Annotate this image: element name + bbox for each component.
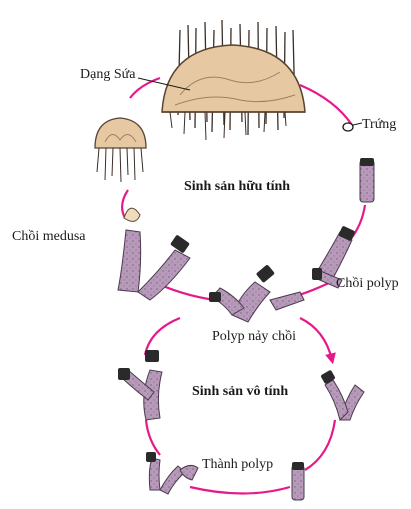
medusa-adult <box>162 20 305 140</box>
label-sexual-reproduction: Sinh sản hữu tính <box>184 180 290 194</box>
arrow-adult-to-left-polyp <box>146 420 160 455</box>
label-budding-polyp: Polyp nảy chồi <box>212 330 296 344</box>
polyp-young-bottom-right <box>292 462 304 500</box>
label-egg: Trứng <box>362 118 396 132</box>
medusa-small <box>95 118 146 182</box>
arrow-budding-to-right-polyp <box>300 318 332 360</box>
label-polyp-bud: Chồi polyp <box>336 277 399 291</box>
label-medusa-bud: Chồi medusa <box>12 230 86 244</box>
label-medusa-form: Dạng Sứa <box>80 68 135 82</box>
label-adult-polyp: Thành polyp <box>202 458 273 472</box>
polyp-asexual-left <box>118 350 162 420</box>
planula-larva <box>360 158 374 202</box>
arrow-bottom-right-to-adult <box>190 487 290 494</box>
arrow-budding-to-left-polyp <box>145 318 180 355</box>
polyp-asexual-right <box>320 370 364 420</box>
arrow-right-to-bottom-right <box>305 420 335 470</box>
medusa-bud-polyp <box>118 208 190 300</box>
label-asexual-reproduction: Sinh sản vô tính <box>192 385 288 399</box>
arrow-medusa-to-egg <box>300 85 352 125</box>
egg <box>343 123 362 131</box>
budding-polyp <box>209 264 304 322</box>
